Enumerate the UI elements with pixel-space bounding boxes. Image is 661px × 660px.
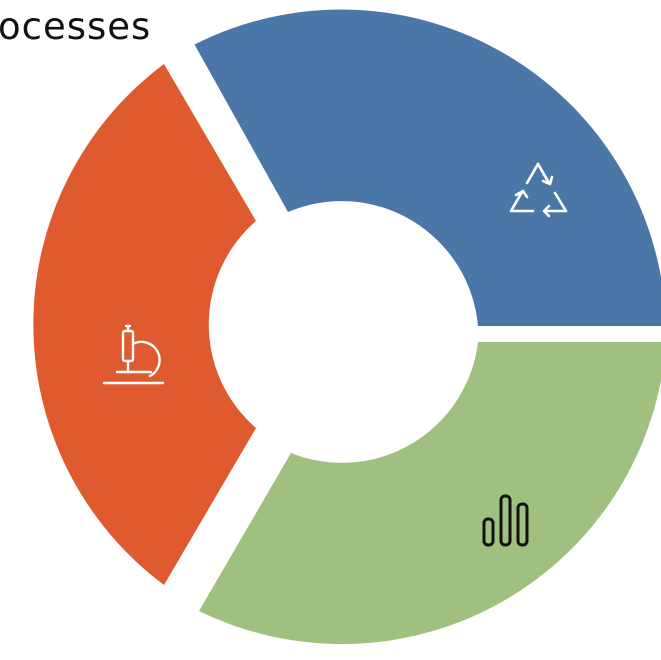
recycle-icon [509, 162, 568, 218]
diagram-title: ocesses [0, 5, 152, 48]
segment-analytics [199, 342, 661, 645]
segment-recycle [194, 9, 661, 326]
bar-chart-icon [482, 494, 529, 547]
segment-research [33, 64, 256, 585]
microscope-icon [102, 324, 165, 385]
